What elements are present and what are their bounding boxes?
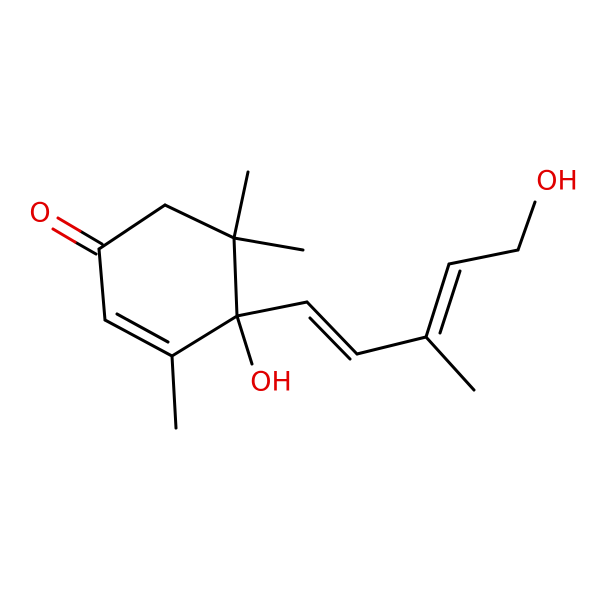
bond-chain-single-1 <box>355 335 428 356</box>
bond-c6-c5 <box>163 203 236 240</box>
bond-chain-methyl <box>424 335 476 392</box>
bond-c5-methyl-b <box>232 236 305 252</box>
bond-c5-c4 <box>232 236 239 318</box>
bond-c1-c6 <box>97 203 167 251</box>
bond-chain-double-1-inner <box>308 316 352 361</box>
chain-hydroxyl-label: OH <box>536 166 578 197</box>
bond-chain-double-1 <box>305 300 359 356</box>
bond-c4-c3 <box>170 314 239 358</box>
ketone-double-bond <box>51 216 104 256</box>
bond-c2-c1 <box>97 247 107 322</box>
bond-chain-to-hydroxyl <box>516 200 537 252</box>
ketone-oxygen-label: O <box>29 198 50 229</box>
bond-chain-double-2-inner <box>438 269 462 335</box>
bond-c3-c2-inner <box>115 312 170 344</box>
bond-c4-chain <box>235 300 309 318</box>
bond-c5-methyl-a <box>232 170 250 240</box>
bond-c4-hydroxyl <box>235 314 254 366</box>
bond-c3-methyl <box>170 354 178 430</box>
bond-c3-c2 <box>103 318 174 358</box>
bond-chain-double-2 <box>424 262 451 339</box>
ring-hydroxyl-label: OH <box>250 367 292 398</box>
bond-chain-single-2 <box>447 248 520 266</box>
